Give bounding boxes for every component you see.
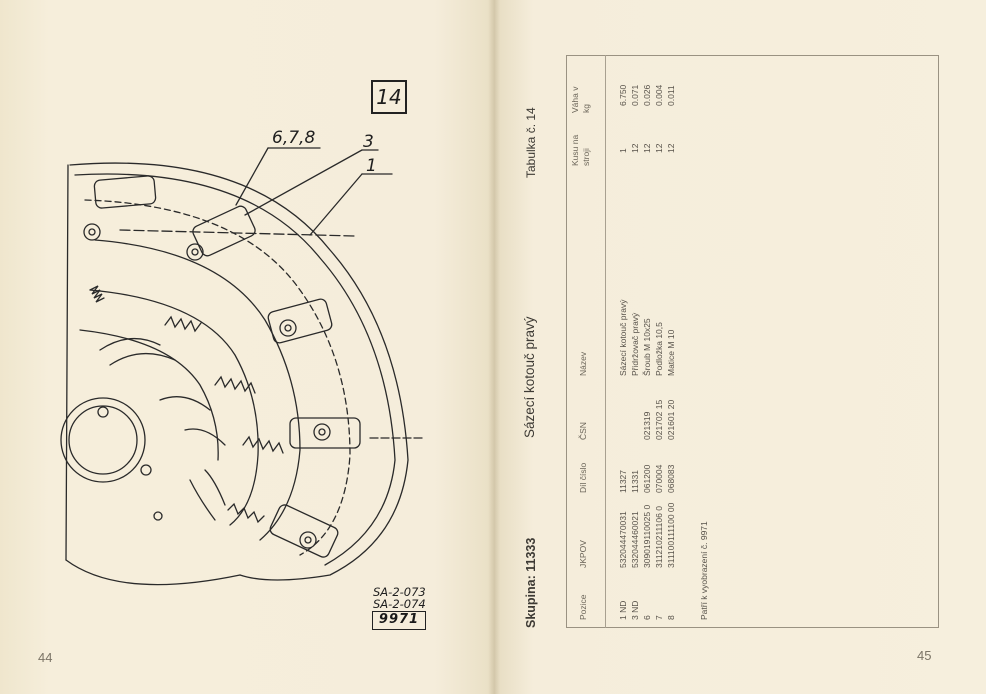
column-header-vaha: Váha v kg <box>570 86 591 113</box>
cell-pozice: 1 ND <box>618 600 628 620</box>
group-label: Skupina: 11333 <box>524 537 538 628</box>
cell-pozice: 6 <box>642 615 652 620</box>
cell-kusu: 12 <box>654 143 664 153</box>
cell-nazev: Přidržovač pravý <box>630 312 640 376</box>
table-frame <box>566 55 939 628</box>
cell-kusu: 12 <box>642 143 652 153</box>
cell-kusu: 12 <box>630 143 640 153</box>
cell-dil: 068083 <box>666 464 676 493</box>
cell-kusu: 12 <box>666 143 676 153</box>
cell-jkpov: 311100111100 00 <box>666 502 676 568</box>
cell-nazev: Sázecí kotouč pravý <box>618 299 628 376</box>
cell-jkpov: 309019110025 0 <box>642 504 652 568</box>
page-number-right: 45 <box>917 648 932 663</box>
header-rule <box>605 55 606 628</box>
callout-1: 1 <box>366 156 377 176</box>
drawing-ref-2: SA-2-074 <box>373 597 426 611</box>
cell-vaha: 0.026 <box>642 84 652 106</box>
cell-nazev: Šroub M 10x25 <box>642 318 652 376</box>
drawing-id: 9971 <box>372 611 426 630</box>
drawing-ref-1: SA-2-073 <box>373 585 426 599</box>
cell-jkpov: 532044470031 <box>618 511 628 568</box>
right-page: 45 <box>494 0 986 694</box>
column-header-jkpov: JKPOV <box>578 540 588 568</box>
cell-vaha: 0.071 <box>630 84 640 106</box>
callout-6-7-8: 6,7,8 <box>272 128 316 148</box>
cell-vaha: 6.750 <box>618 84 628 106</box>
cell-vaha: 0.004 <box>654 84 664 106</box>
column-header-pozice: Pozice <box>578 594 588 620</box>
cell-vaha: 0.011 <box>666 85 676 106</box>
cell-csn: 021601 20 <box>666 399 676 440</box>
book-gutter <box>488 0 500 694</box>
cell-csn: 021319 <box>642 411 652 440</box>
column-header-nazev: Název <box>578 351 588 376</box>
table-number: Tabulka č. 14 <box>524 107 538 178</box>
figure-number: 14 <box>371 80 407 114</box>
cell-dil: 070004 <box>654 464 664 493</box>
cell-pozice: 3 ND <box>630 600 640 620</box>
column-header-kusu: Kusu na stroji <box>570 134 591 166</box>
table-title: Sázecí kotouč pravý <box>522 316 537 438</box>
left-page: 14 6,7,8 3 1 SA-2-073 SA-2-074 9971 44 <box>0 0 494 694</box>
figure-note: Patří k vyobrazení č. 9971 <box>699 521 709 620</box>
cell-jkpov: 532044460021 <box>630 511 640 568</box>
cell-dil: 11327 <box>618 469 628 493</box>
cell-nazev: Matice M 10 <box>666 329 676 376</box>
cell-kusu: 1 <box>618 148 628 153</box>
cell-pozice: 8 <box>666 615 676 620</box>
cell-dil: 061200 <box>642 464 652 493</box>
page-number-left: 44 <box>38 650 53 665</box>
cell-nazev: Podložka 10,5 <box>654 322 664 376</box>
technical-drawing <box>60 147 426 586</box>
cell-pozice: 7 <box>654 615 664 620</box>
cell-jkpov: 311210211106 0 <box>654 506 664 568</box>
cell-dil: 11331 <box>630 469 640 493</box>
parts-table: Skupina: 11333 Sázecí kotouč pravý Tabul… <box>522 55 939 628</box>
column-header-dil: Díl číslo <box>578 462 588 493</box>
cell-csn: 021702 15 <box>654 399 664 440</box>
callout-3: 3 <box>363 132 374 152</box>
column-header-csn: ČSN <box>578 422 588 440</box>
table-heading: Skupina: 11333 Sázecí kotouč pravý Tabul… <box>520 55 566 628</box>
